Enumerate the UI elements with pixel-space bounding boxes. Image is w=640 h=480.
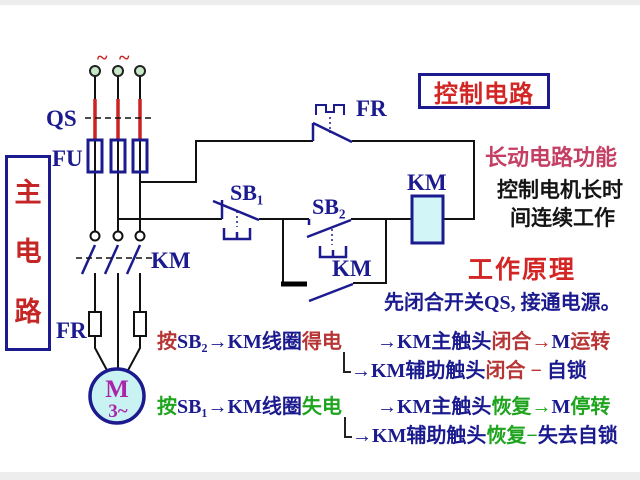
feature-title: 长动电路功能	[485, 145, 618, 170]
km-contact-circle-3	[134, 230, 146, 242]
step-segment: 失去自锁	[537, 425, 618, 447]
step-segment: 闭合→	[491, 331, 552, 353]
power-terminals	[89, 65, 146, 77]
motor-symbol: M 3~	[88, 367, 146, 425]
motor-circle	[88, 367, 146, 425]
step-segment: 运转	[570, 331, 611, 353]
step-segment: →KM主触头	[377, 396, 492, 418]
step-connector-1	[343, 352, 351, 373]
control-circuit-title: 控制电路	[434, 81, 534, 108]
step-line4: →KM辅助触头恢复−失去自锁	[352, 425, 618, 447]
terminal-l3	[134, 65, 146, 77]
bottom-margin	[0, 472, 640, 480]
sb1-button	[212, 199, 260, 241]
main-box-char-1: 主	[14, 178, 42, 209]
feature-desc-line2: 间连续工作	[510, 206, 615, 230]
fr-thermal-symbol	[315, 104, 345, 115]
step-segment: 失电	[301, 396, 342, 418]
km-coil	[410, 194, 445, 245]
step-segment: 闭合	[485, 360, 526, 382]
fr-heater-1	[88, 311, 102, 337]
step-segment: −	[525, 360, 547, 382]
fu-label: FU	[52, 146, 83, 171]
step-line1-left: 按SB₂→KM线圈得电	[157, 331, 342, 353]
wire-phase1-lower	[94, 273, 110, 375]
fr-main-label: FR	[56, 318, 87, 343]
qs-label: QS	[46, 106, 77, 131]
step-segment: 停转	[570, 396, 611, 418]
km-contact-circle-2	[112, 230, 124, 242]
qs-switch	[85, 99, 151, 139]
ac-tilde-2: ~	[119, 47, 130, 69]
fr-contact-blade	[312, 121, 353, 144]
step-segment: 恢复−	[486, 425, 538, 447]
step-line2: →KM辅助触头闭合 − 自锁	[351, 360, 587, 382]
fr-contact	[311, 104, 353, 144]
motor-m-label: M	[105, 376, 129, 403]
sb1-label: SB₁	[230, 180, 264, 205]
main-box-char-3: 路	[14, 296, 42, 327]
main-circuit-box: 主 电 路	[5, 155, 51, 351]
sb2-blade	[306, 218, 352, 239]
fuse-1	[86, 138, 104, 174]
step-segment: →KM主触头	[377, 331, 492, 353]
sb2-label: SB₂	[312, 194, 346, 219]
principle-title: 工作原理	[468, 257, 577, 284]
km-coil-label: KM	[407, 170, 447, 195]
km-main-label: KM	[151, 248, 191, 273]
step-connector-2	[344, 417, 352, 438]
qs-blades	[93, 99, 142, 139]
step-line1-right: →KM主触头闭合→M运转	[377, 331, 610, 353]
step-segment: →KM辅助触头	[351, 360, 486, 382]
km-main-contacts	[76, 230, 153, 275]
feature-desc-line1: 控制电机长时	[497, 178, 623, 202]
step-line3-right: →KM主触头恢复→M停转	[377, 396, 610, 418]
fr-heaters	[88, 311, 147, 337]
km-contact-circle-1	[89, 230, 101, 242]
sb1-blade	[212, 199, 260, 222]
step-segment: SB₁→KM线圈	[177, 396, 302, 418]
main-box-char-2: 电	[14, 237, 42, 268]
fuses	[86, 138, 149, 174]
fuse-2	[109, 138, 127, 174]
step-segment: 自锁	[546, 360, 587, 382]
step-segment: →KM辅助触头	[352, 425, 487, 447]
control-circuit-box: 控制电路	[418, 73, 550, 109]
ac-tilde-1: ~	[97, 47, 108, 69]
terminal-l1	[89, 65, 101, 77]
fuse-3	[131, 138, 149, 174]
wires	[94, 76, 475, 375]
step-segment: 按	[157, 396, 177, 418]
motor-phase-label: 3~	[108, 401, 128, 422]
step-line3-left: 按SB₁→KM线圈失电	[157, 396, 342, 418]
wire-control-top-right	[352, 140, 475, 220]
step-segment: SB₂→KM线圈	[177, 331, 302, 353]
top-margin	[0, 0, 640, 5]
km-aux-contact	[281, 281, 354, 303]
step-segment: M	[551, 396, 571, 418]
step-segment: 按	[157, 331, 177, 353]
step-segment: 恢复→	[491, 396, 552, 418]
fr-heater-2	[133, 311, 147, 337]
km-aux-label: KM	[332, 256, 372, 281]
step-segment: M	[551, 331, 571, 353]
step-segment: 得电	[301, 331, 342, 353]
wire-control-top-left	[140, 140, 313, 183]
km-aux-blade	[308, 282, 354, 303]
fr-ctrl-label: FR	[356, 96, 387, 121]
sb2-button	[306, 218, 352, 259]
wire-phase3-lower	[125, 273, 141, 375]
km-contact-blades	[80, 244, 142, 275]
wire-aux-branch-right	[353, 219, 387, 284]
terminal-l2	[112, 65, 124, 77]
principle-text: 先闭合开关QS, 接通电源。	[384, 292, 621, 314]
